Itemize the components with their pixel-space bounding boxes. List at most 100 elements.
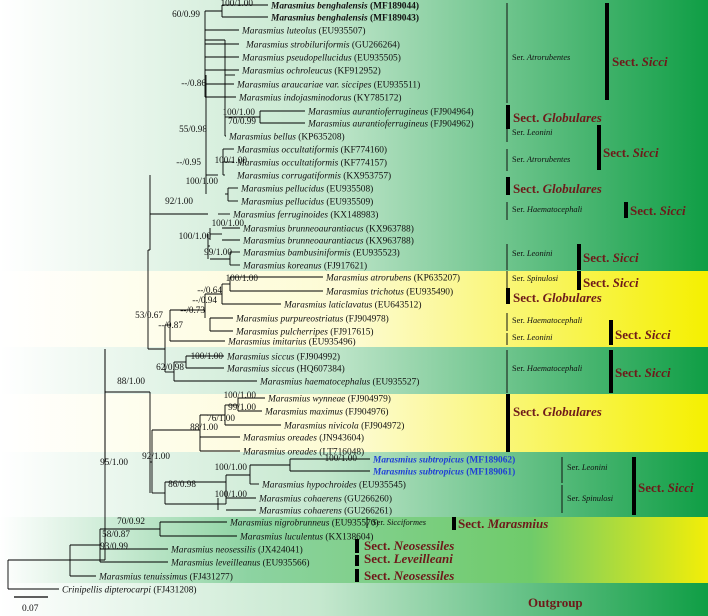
- series-prefix: Ser.: [512, 53, 527, 62]
- section-name: Neosessiles: [393, 568, 455, 583]
- support-value: 100/1.00: [212, 218, 245, 228]
- taxon-label: Marasmius benghalensis (MF189044): [270, 1, 419, 12]
- band-green-top: [0, 0, 708, 271]
- section-bar: [506, 288, 510, 304]
- series-label: Ser. Leonini: [512, 333, 553, 342]
- support-value: 92/1.00: [165, 196, 193, 206]
- support-value: --/0.86: [181, 78, 206, 88]
- taxon-label: Marasmius cohaerens (GU266260): [258, 494, 392, 505]
- taxon-accession: (MF189044): [370, 1, 419, 12]
- section-name: Leveilleani: [393, 551, 454, 566]
- scale-bar-label: 0.07: [22, 604, 39, 614]
- taxon-binomial: Marasmius cohaerens: [258, 495, 344, 505]
- taxon-binomial: Marasmius strobiluriformis: [245, 40, 352, 51]
- series-prefix: Ser.: [512, 249, 527, 258]
- section-prefix: Sect.: [513, 290, 543, 305]
- taxon-accession: (FJ917621): [324, 261, 367, 272]
- taxon-binomial: Marasmius oreades: [242, 448, 319, 458]
- taxon-binomial: Marasmius pellucidus: [240, 185, 326, 195]
- series-label: Ser. Leonini: [512, 249, 553, 258]
- taxon-label: Marasmius wynneae (FJ904979): [267, 394, 391, 405]
- taxon-label: Crinipellis dipterocarpi (FJ431208): [62, 585, 197, 596]
- taxon-accession: (KX953757): [343, 171, 391, 182]
- section-name: Marasmius: [487, 516, 549, 531]
- taxon-binomial: Marasmius benghalensis: [270, 14, 370, 24]
- support-value: 58/0.87: [102, 529, 130, 539]
- taxon-accession: (FJ917615): [330, 327, 373, 338]
- taxon-accession: (MF189061): [466, 467, 515, 478]
- taxon-binomial: Marasmius atrorubens: [325, 274, 414, 284]
- taxon-binomial: Marasmius siccus: [226, 353, 297, 363]
- series-label: Ser. Haematocephali: [512, 316, 583, 325]
- taxon-accession: (KX148983): [330, 210, 378, 221]
- taxon-accession: (EU935509): [326, 197, 373, 208]
- section-prefix: Sect.: [612, 54, 642, 69]
- section-label: Sect. Globulares: [513, 110, 602, 125]
- taxon-accession: (GU266264): [352, 40, 400, 51]
- taxon-accession: (FJ904962): [430, 119, 473, 130]
- series-name: Spinulosi: [582, 494, 614, 503]
- taxon-binomial: Marasmius corrugatiformis: [236, 171, 343, 182]
- taxon-label: Marasmius bellus (KP635208): [228, 132, 345, 143]
- section-bar: [355, 555, 359, 566]
- support-value: 100/1.00: [215, 462, 248, 472]
- taxon-accession: (KP635208): [298, 132, 344, 143]
- support-value: 100/1.00: [215, 155, 248, 165]
- taxon-binomial: Marasmius nivicola: [283, 422, 361, 432]
- support-value: 100/1.00: [226, 273, 259, 283]
- taxon-binomial: Marasmius wynneae: [267, 395, 348, 405]
- series-name: Atrorubentes: [526, 53, 570, 62]
- section-label: Sect. Globulares: [513, 181, 602, 196]
- taxon-binomial: Marasmius luteolus: [241, 27, 319, 37]
- section-name: Sicci: [642, 54, 668, 69]
- section-name: Sicci: [645, 327, 671, 342]
- support-value: 86/0.98: [168, 479, 196, 489]
- taxon-binomial: Marasmius hypochroides: [261, 481, 359, 491]
- taxon-label: Marasmius cohaerens (GU266261): [258, 506, 392, 517]
- support-value: 88/1.00: [190, 422, 218, 432]
- section-prefix: Sect.: [615, 327, 645, 342]
- section-label: Sect. Neosessiles: [364, 538, 454, 553]
- series-label: Ser. Atrorubentes: [512, 53, 570, 62]
- support-value: 100/1.00: [215, 489, 248, 499]
- section-name: Sicci: [645, 365, 671, 380]
- taxon-binomial: Marasmius purpureostriatus: [235, 315, 346, 325]
- taxon-accession: (EU643512): [375, 300, 422, 311]
- taxon-binomial: Marasmius ferruginoides: [232, 210, 330, 221]
- support-value: --/0.95: [176, 157, 201, 167]
- section-label: Sect. Globulares: [513, 404, 602, 419]
- taxon-accession: (EU935523): [353, 248, 400, 259]
- taxon-label: Marasmius ferruginoides (KX148983): [232, 210, 378, 221]
- taxon-accession: (LT716048): [319, 447, 364, 458]
- series-label: Ser. Haematocephali: [512, 205, 583, 214]
- support-value: 62/0.98: [156, 362, 184, 372]
- taxon-accession: (FJ431277): [190, 572, 233, 583]
- section-name: Neosessiles: [393, 538, 455, 553]
- series-prefix: Ser.: [512, 316, 527, 325]
- section-bar: [506, 177, 510, 195]
- taxon-binomial: Marasmius siccus: [226, 365, 297, 375]
- taxon-accession: (EU935566): [263, 558, 310, 569]
- section-bar: [577, 244, 581, 270]
- series-name: Leonini: [526, 333, 553, 342]
- taxon-binomial: Marasmius pseudopellucidus: [241, 54, 354, 64]
- support-value: 93/0.99: [100, 541, 128, 551]
- support-value: 99/1.00: [228, 402, 256, 412]
- support-value: 100/1.00: [191, 351, 224, 361]
- taxon-binomial: Marasmius bellus: [228, 133, 298, 143]
- taxon-label: Marasmius araucariae var. siccipes (EU93…: [236, 80, 420, 91]
- taxon-accession: (FJ431208): [153, 585, 196, 596]
- support-value: --/0.87: [158, 320, 183, 330]
- series-name: Haematocephali: [526, 364, 583, 373]
- taxon-binomial: Marasmius koreanus: [242, 262, 324, 272]
- taxon-binomial: Marasmius bambusiniformis: [242, 248, 353, 259]
- band-green-3: [0, 452, 708, 517]
- section-bar: [609, 320, 613, 345]
- taxon-binomial: Marasmius occultatiformis: [236, 158, 341, 169]
- taxon-accession: (JX424041): [258, 545, 303, 556]
- series-prefix: Ser.: [512, 155, 527, 164]
- taxon-label: Marasmius pseudopellucidus (EU935505): [241, 53, 401, 64]
- series-label: Ser. Spinulosi: [567, 494, 614, 503]
- section-label: Sect. Leveilleani: [364, 551, 453, 566]
